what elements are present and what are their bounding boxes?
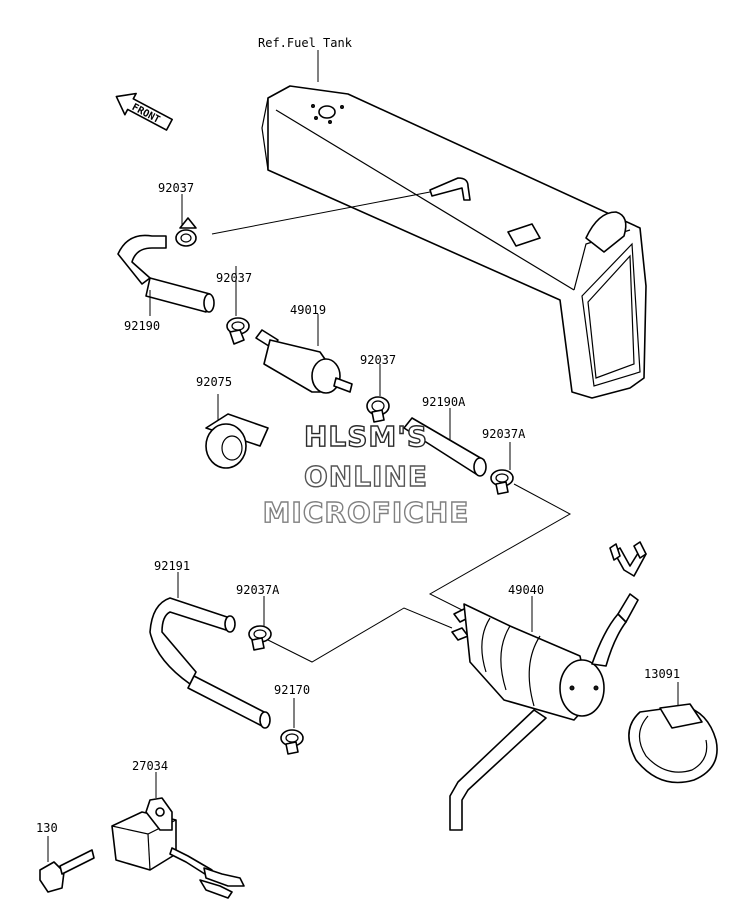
label-92037a-lower: 92037A: [236, 583, 280, 597]
label-92037a-upper: 92037A: [482, 427, 526, 441]
label-ref-fuel-tank: Ref.Fuel Tank: [258, 36, 353, 50]
label-49040: 49040: [508, 583, 544, 597]
part-labels: Ref.Fuel Tank 92037 92190 92037 49019 92…: [36, 36, 680, 835]
label-92037-mid: 92037: [216, 271, 252, 285]
relay: [111, 797, 245, 899]
fuel-filter: [255, 329, 353, 394]
watermark-line-3: MICROFICHE: [263, 496, 470, 529]
clamp-a-upper: [490, 469, 514, 495]
fuel-tank: [261, 85, 647, 399]
hose-lower: [149, 597, 271, 729]
label-92190a: 92190A: [422, 395, 466, 409]
label-13091: 13091: [644, 667, 680, 681]
hose-a: [403, 417, 487, 477]
grommet: [205, 413, 269, 469]
clamp-after-filter: [366, 396, 390, 423]
watermark-line-1: HLSM'S: [304, 420, 428, 453]
label-92037-after-filter: 92037: [360, 353, 396, 367]
label-92075: 92075: [196, 375, 232, 389]
bolt: [39, 849, 95, 893]
clamp-mid: [226, 317, 250, 345]
tank-outlet-line: [211, 191, 431, 235]
hose-upper: [117, 234, 215, 313]
front-arrow: FRONT: [115, 92, 173, 131]
label-130: 130: [36, 821, 58, 835]
label-92037-upper: 92037: [158, 181, 194, 195]
leader-lines: [47, 194, 679, 862]
clamp-a-lower: [248, 625, 272, 651]
band-clamp: [628, 703, 718, 784]
watermark-line-2: ONLINE: [304, 460, 428, 493]
watermark: HLSM'S ONLINE MICROFICHE: [262, 419, 470, 529]
label-27034: 27034: [132, 759, 168, 773]
hose-route-line: [428, 483, 572, 615]
label-92170: 92170: [274, 683, 310, 697]
label-49019: 49019: [290, 303, 326, 317]
hose-route-line-lower: [267, 607, 453, 663]
fuel-pump: [449, 541, 647, 831]
clamp-lower: [280, 729, 304, 755]
label-92190: 92190: [124, 319, 160, 333]
clamp-upper: [175, 217, 197, 247]
label-92191: 92191: [154, 559, 190, 573]
